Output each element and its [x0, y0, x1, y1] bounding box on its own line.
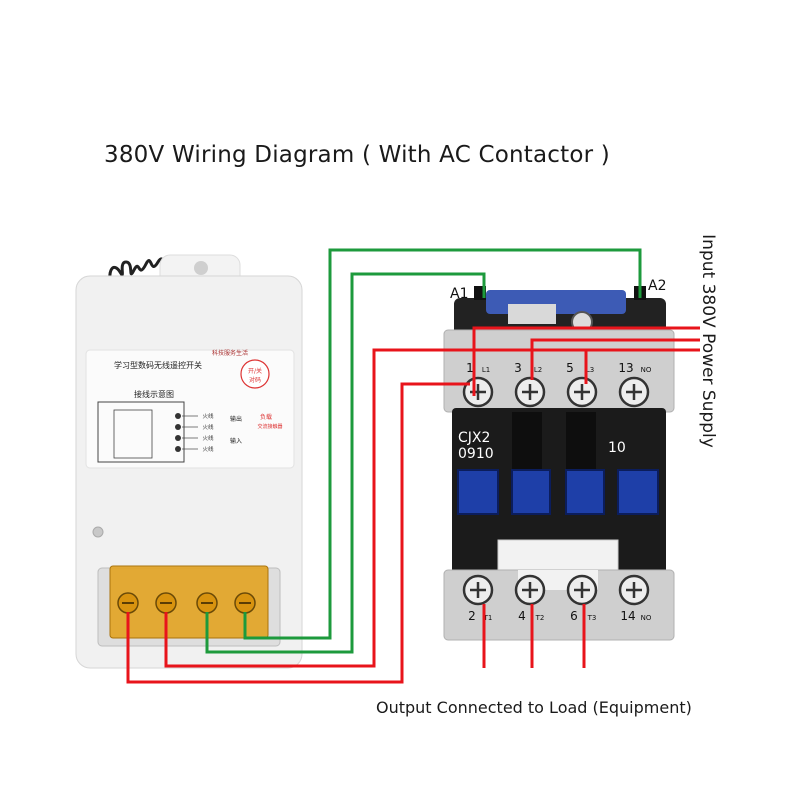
term-label-3: 火线: [202, 434, 214, 442]
svg-text:L3: L3: [586, 366, 594, 374]
svg-text:NO: NO: [641, 366, 652, 374]
schem-load-label: 负载: [260, 413, 272, 421]
svg-text:L2: L2: [534, 366, 542, 374]
top-terminal-1: 1 L1: [462, 361, 494, 408]
coil-window: [508, 304, 556, 324]
svg-text:L1: L1: [482, 366, 490, 374]
green-wire-a1: [205, 272, 486, 654]
schematic-inner: [113, 409, 153, 459]
output-load-label: Output Connected to Load (Equipment): [376, 698, 692, 717]
red-wire-input-l1: [472, 326, 700, 396]
bottom-terminal-6: 6 T3: [566, 574, 598, 623]
receiver-heading: 学习型数码无线遥控开关: [114, 360, 202, 370]
model-line2: 0910: [458, 446, 494, 462]
svg-text:5: 5: [566, 361, 574, 375]
schem-load-sublabel: 交流接触器: [257, 423, 282, 430]
top-terminal-3: 3 L2: [514, 361, 546, 408]
bottom-terminal-2: 2 T1: [462, 574, 494, 623]
svg-text:T3: T3: [587, 614, 597, 622]
term-label-4: 火线: [202, 445, 214, 453]
svg-text:3: 3: [514, 361, 522, 375]
green-wires: [205, 248, 642, 654]
green-wire-a2: [243, 248, 642, 640]
coil-label-a1: A1: [450, 286, 468, 302]
red-wire-receiver-2: [164, 348, 700, 668]
svg-text:T1: T1: [483, 614, 493, 622]
ac-contactor: CJX2 0910 10 A1 A2 1 L1: [443, 278, 675, 641]
svg-text:14: 14: [620, 609, 635, 623]
schematic-lines: [182, 415, 198, 450]
blue-contact-windows: [457, 469, 659, 515]
term-label-1: 火线: [202, 412, 214, 420]
svg-text:NO: NO: [641, 614, 652, 622]
terminal-screws: [117, 592, 256, 614]
schem-output-label: 输出: [230, 415, 242, 423]
svg-text:2: 2: [468, 609, 476, 623]
center-channel-2: [566, 412, 596, 472]
svg-text:4: 4: [518, 609, 526, 623]
terminal-block-cover: [109, 565, 269, 639]
top-terminal-5: 5 L3: [566, 361, 598, 408]
badge-line2: 对码: [249, 376, 261, 384]
red-wire-input-l2: [530, 338, 700, 380]
model-line1: CJX2: [458, 430, 490, 446]
red-wire-receiver-1: [126, 382, 470, 684]
rating-label: 10: [608, 440, 626, 456]
svg-text:1: 1: [466, 361, 474, 375]
coil-label-a2: A2: [648, 278, 666, 294]
top-terminal-13: 13 NO: [618, 361, 652, 408]
svg-text:T2: T2: [535, 614, 545, 622]
center-channel: [512, 412, 542, 472]
remote-receiver-module: 科技服务生活 学习型数码无线遥控开关 开/关 对码 接线示意图 火线 火线 火线…: [75, 254, 303, 669]
schematic-terminals: [175, 413, 181, 452]
schematic-box: [97, 401, 185, 463]
badge-line1: 开/关: [248, 367, 262, 375]
svg-text:6: 6: [570, 609, 578, 623]
bottom-terminal-4: 4 T2: [514, 574, 546, 623]
page-title: 380V Wiring Diagram ( With AC Contactor …: [104, 142, 610, 168]
antenna-coil: [108, 256, 177, 293]
led-indicator: [92, 526, 104, 538]
schem-input-label: 输入: [230, 437, 242, 445]
input-power-label: Input 380V Power Supply: [698, 234, 718, 448]
receiver-slogan: 科技服务生活: [212, 349, 248, 357]
svg-text:13: 13: [618, 361, 633, 375]
contactor-body: [452, 408, 666, 580]
receiver-subheading: 接线示意图: [134, 389, 174, 399]
red-wires: [126, 326, 700, 684]
mounting-hole: [194, 261, 208, 275]
bottom-terminal-14: 14 NO: [618, 574, 652, 623]
badge: [240, 359, 270, 389]
term-label-2: 火线: [202, 423, 214, 431]
